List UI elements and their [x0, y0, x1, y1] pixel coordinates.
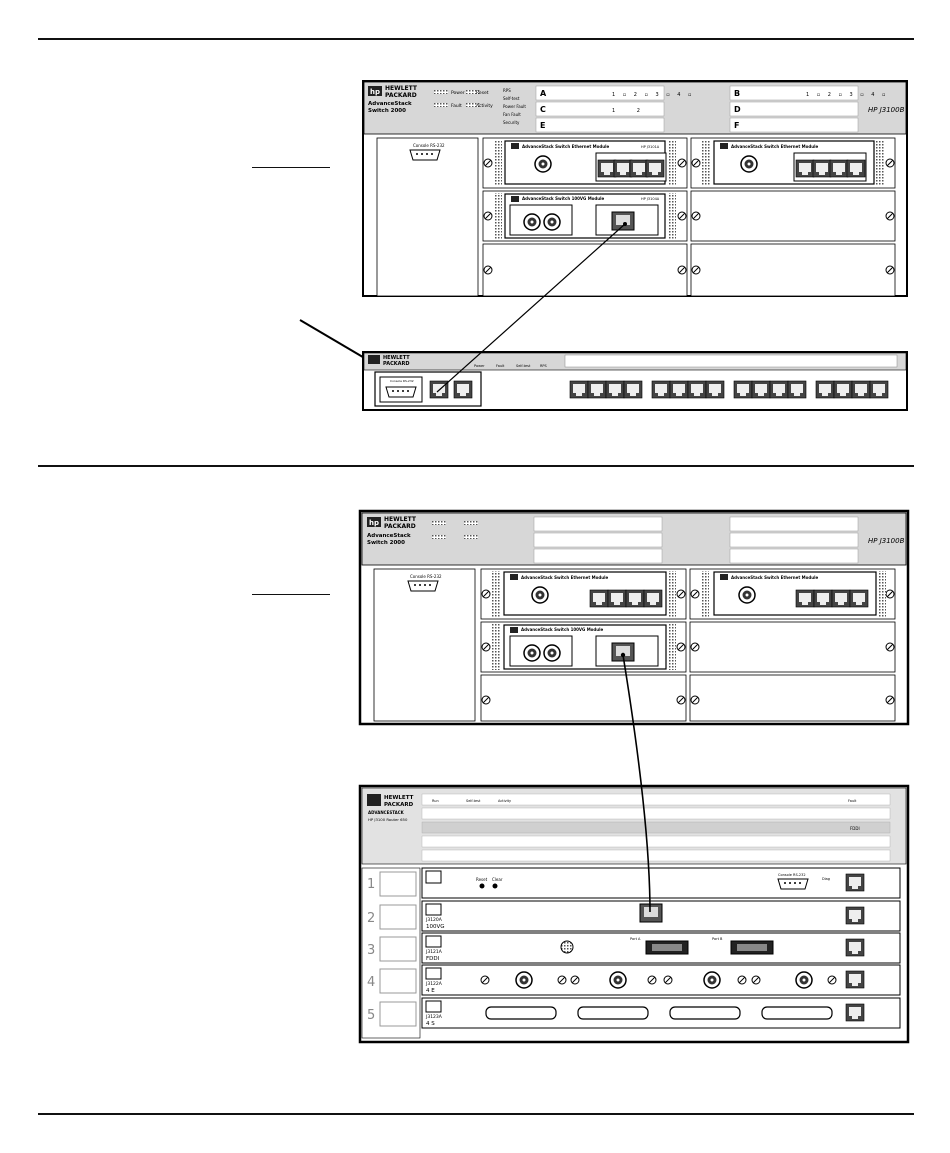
svg-text:Activity: Activity: [476, 103, 493, 109]
svg-text:Fan Fault: Fan Fault: [503, 112, 521, 117]
top-switch-product-2: Switch 2000: [368, 108, 406, 114]
switch-top: hp HEWLETT PACKARD AdvanceStack Switch 2…: [362, 80, 908, 297]
svg-text:ADVANCESTACK: ADVANCESTACK: [368, 810, 405, 815]
svg-text:Console RS-232: Console RS-232: [778, 873, 806, 877]
svg-text:J3122A: J3122A: [425, 981, 443, 987]
svg-text:AdvanceStack Switch Ethernet M: AdvanceStack Switch Ethernet Module: [522, 144, 609, 149]
svg-text:HP J3100B: HP J3100B: [868, 537, 905, 545]
svg-text:Port A: Port A: [630, 937, 641, 941]
svg-text:HEWLETT: HEWLETT: [384, 516, 417, 523]
svg-text:Security: Security: [503, 120, 520, 125]
svg-text:PACKARD: PACKARD: [384, 802, 414, 808]
svg-text:HEWLETT: HEWLETT: [384, 795, 414, 801]
svg-text:1 ▫ 2 ▫ 3 ▫ 4 ▫: 1 ▫ 2 ▫ 3 ▫ 4 ▫: [612, 92, 694, 98]
svg-text:HEWLETT: HEWLETT: [383, 355, 410, 361]
top-rule: [38, 38, 914, 40]
cable-top: [436, 223, 626, 393]
svg-text:Fault: Fault: [848, 799, 857, 803]
callout-underline-bottom: [252, 594, 330, 595]
svg-text:1 2: 1 2: [612, 108, 650, 114]
svg-text:hp: hp: [370, 88, 380, 96]
callout-underline-top: [252, 167, 330, 168]
router-slot-3: 3: [367, 943, 375, 958]
svg-text:4 S: 4 S: [426, 1021, 435, 1027]
svg-text:Power: Power: [451, 90, 465, 96]
router-slot-2: 2: [367, 911, 375, 926]
svg-text:AdvanceStack Switch Ethernet M: AdvanceStack Switch Ethernet Module: [731, 575, 818, 580]
switch-bottom: hp HEWLETT PACKARD AdvanceStack Switch 2…: [358, 509, 910, 726]
svg-text:Clear: Clear: [492, 877, 503, 882]
svg-text:RPS: RPS: [540, 364, 548, 368]
svg-text:Self-test: Self-test: [503, 96, 520, 101]
router-slot-5: 5: [367, 1008, 375, 1023]
svg-text:Power: Power: [474, 364, 485, 368]
router-slot-4: 4: [367, 975, 375, 990]
svg-text:D: D: [734, 105, 741, 114]
svg-text:hp: hp: [369, 519, 379, 527]
svg-text:J3121A: J3121A: [425, 949, 443, 955]
svg-text:HP J3104A: HP J3104A: [641, 197, 660, 201]
svg-text:AdvanceStack Switch Ethernet M: AdvanceStack Switch Ethernet Module: [731, 144, 818, 149]
middle-rule: [38, 465, 914, 467]
bottom-rule: [38, 1113, 914, 1115]
svg-text:B: B: [734, 89, 740, 98]
top-switch-brand-2: PACKARD: [385, 92, 417, 99]
svg-text:Reset: Reset: [476, 90, 489, 96]
svg-text:Self-test: Self-test: [466, 799, 481, 803]
svg-text:AdvanceStack Switch 100VG Modu: AdvanceStack Switch 100VG Module: [521, 627, 604, 632]
svg-text:Console RS-232: Console RS-232: [390, 379, 414, 383]
svg-text:Port B: Port B: [712, 937, 723, 941]
svg-text:HP J3100 Router 650: HP J3100 Router 650: [368, 817, 408, 822]
svg-text:J3123A: J3123A: [425, 1014, 443, 1020]
svg-text:AdvanceStack Switch 100VG Modu: AdvanceStack Switch 100VG Module: [522, 196, 605, 201]
hub-top: HEWLETT PACKARD Power Fault Self-test RP…: [362, 351, 908, 411]
svg-text:PACKARD: PACKARD: [384, 523, 416, 530]
svg-text:Activity: Activity: [498, 799, 511, 803]
svg-text:Power Fault: Power Fault: [503, 104, 526, 109]
svg-text:C: C: [540, 105, 546, 114]
router-slot-1: 1: [367, 877, 375, 892]
svg-text:E: E: [540, 121, 545, 130]
svg-text:F: F: [734, 121, 739, 130]
svg-text:FDDI: FDDI: [426, 956, 440, 962]
top-switch-product-1: AdvanceStack: [368, 101, 412, 107]
cable-bottom: [622, 654, 651, 913]
svg-text:Diag: Diag: [822, 877, 830, 881]
top-switch-brand-1: HEWLETT: [385, 85, 418, 92]
svg-text:PACKARD: PACKARD: [383, 361, 410, 367]
svg-text:Fault: Fault: [451, 103, 462, 109]
svg-text:AdvanceStack: AdvanceStack: [367, 533, 411, 539]
svg-text:AdvanceStack Switch Ethernet M: AdvanceStack Switch Ethernet Module: [521, 575, 608, 580]
svg-text:HP J3101A: HP J3101A: [641, 145, 660, 149]
svg-text:Reset: Reset: [476, 877, 488, 882]
svg-text:Self-test: Self-test: [516, 364, 531, 368]
svg-text:Run: Run: [432, 799, 439, 803]
svg-text:Fault: Fault: [496, 364, 505, 368]
svg-text:Console RS-232: Console RS-232: [410, 574, 442, 579]
router: HEWLETT PACKARD ADVANCESTACK HP J3100 Ro…: [358, 784, 910, 1044]
svg-text:4 E: 4 E: [426, 988, 435, 994]
svg-text:Switch 2000: Switch 2000: [367, 540, 405, 546]
svg-text:A: A: [540, 89, 547, 98]
svg-text:J3120A: J3120A: [425, 917, 443, 923]
top-switch-model: HP J3100B: [868, 106, 905, 114]
svg-text:RPS: RPS: [503, 88, 511, 93]
svg-text:100VG: 100VG: [426, 924, 445, 930]
svg-text:Console RS-232: Console RS-232: [413, 143, 445, 148]
svg-text:1 ▫ 2 ▫ 3 ▫ 4 ▫: 1 ▫ 2 ▫ 3 ▫ 4 ▫: [806, 92, 888, 98]
svg-text:FDDI: FDDI: [850, 826, 860, 831]
